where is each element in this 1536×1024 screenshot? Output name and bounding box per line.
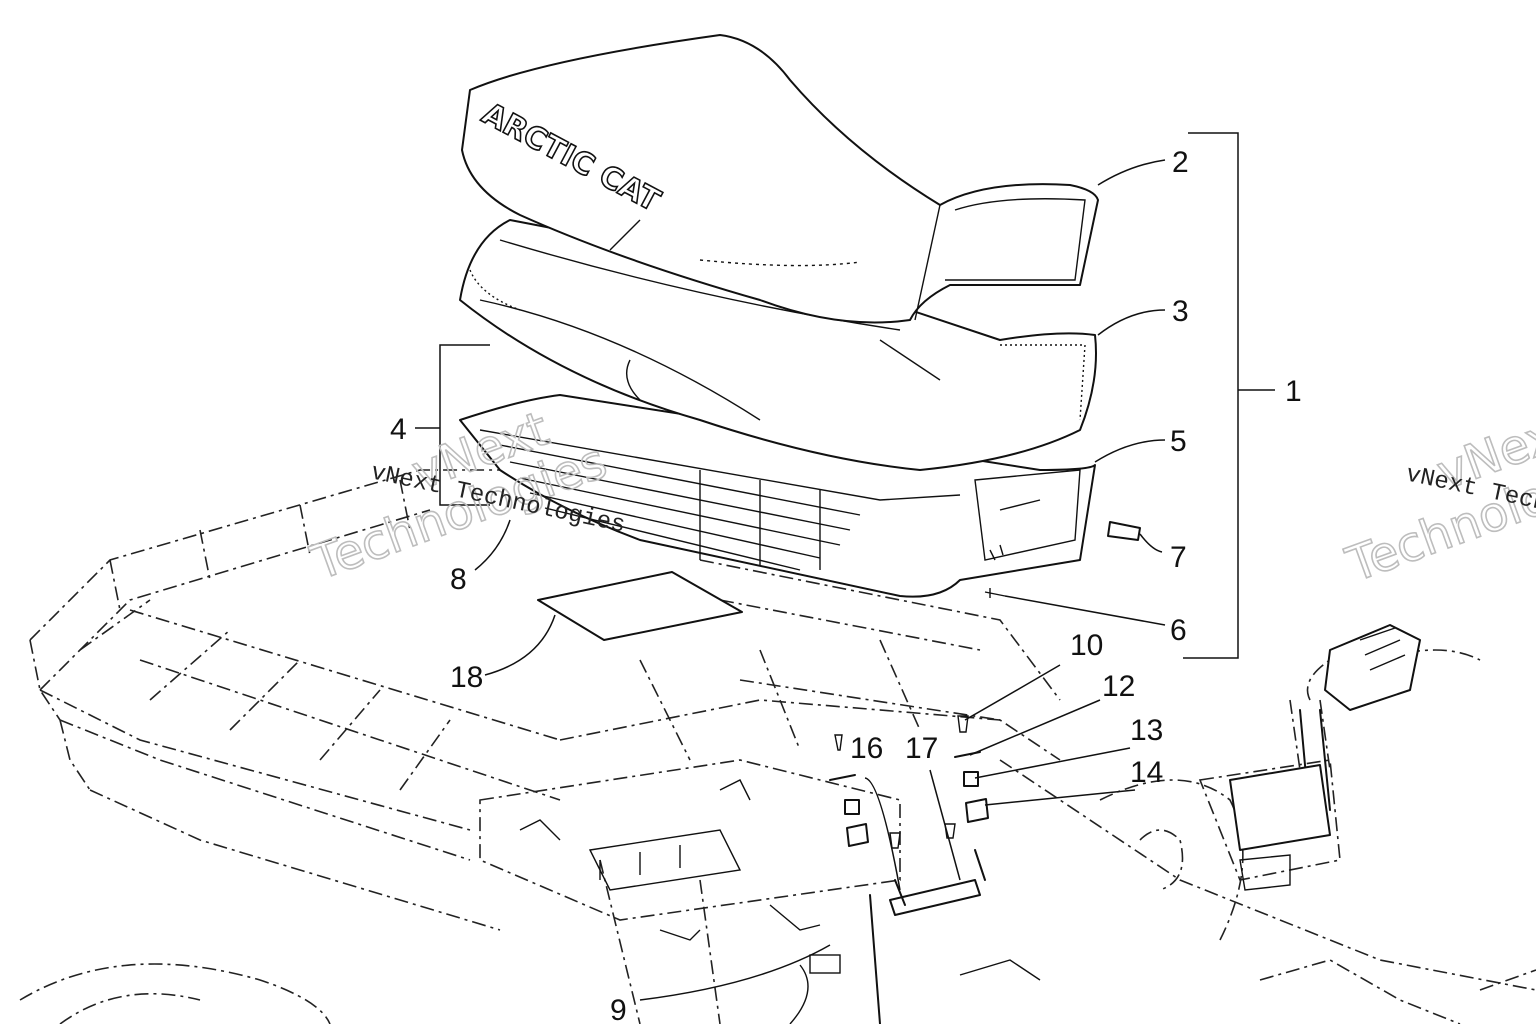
handlebar bbox=[1229, 624, 1421, 891]
group-brackets bbox=[415, 132, 1275, 659]
callout-3: 3 bbox=[1172, 295, 1189, 328]
leader-lines bbox=[474, 159, 1166, 1001]
callout-9: 9 bbox=[610, 994, 627, 1024]
callout-14: 14 bbox=[1130, 756, 1163, 789]
callout-6: 6 bbox=[1170, 614, 1187, 647]
callout-16: 16 bbox=[850, 732, 883, 765]
seat-cover: ARCTIC CAT bbox=[461, 34, 1099, 324]
seat-clip-parts bbox=[984, 521, 1141, 598]
callout-7: 7 bbox=[1170, 541, 1187, 574]
callout-17: 17 bbox=[905, 732, 938, 765]
callout-13: 13 bbox=[1130, 714, 1163, 747]
hardware-stack-left bbox=[829, 734, 956, 849]
callout-18: 18 bbox=[450, 661, 483, 694]
callout-10: 10 bbox=[1070, 629, 1103, 662]
battery-box bbox=[479, 759, 1041, 1024]
callout-4: 4 bbox=[390, 413, 407, 446]
callout-1: 1 bbox=[1285, 375, 1302, 408]
watermarks: vNext Technologies vNext Technologies vN… bbox=[303, 400, 1536, 595]
seat-latch-bracket bbox=[869, 849, 986, 1024]
callouts: 1 2 3 4 5 6 7 8 9 10 12 13 14 16 17 18 bbox=[390, 146, 1302, 1024]
callout-8: 8 bbox=[450, 563, 467, 596]
hardware-stack-right bbox=[954, 715, 989, 823]
callout-12: 12 bbox=[1102, 670, 1135, 703]
seat-pad-label bbox=[537, 571, 743, 641]
callout-5: 5 bbox=[1170, 425, 1187, 458]
seat-base-pan bbox=[459, 394, 1096, 598]
callout-2: 2 bbox=[1172, 146, 1189, 179]
rear-rack-frame bbox=[19, 469, 1536, 1024]
